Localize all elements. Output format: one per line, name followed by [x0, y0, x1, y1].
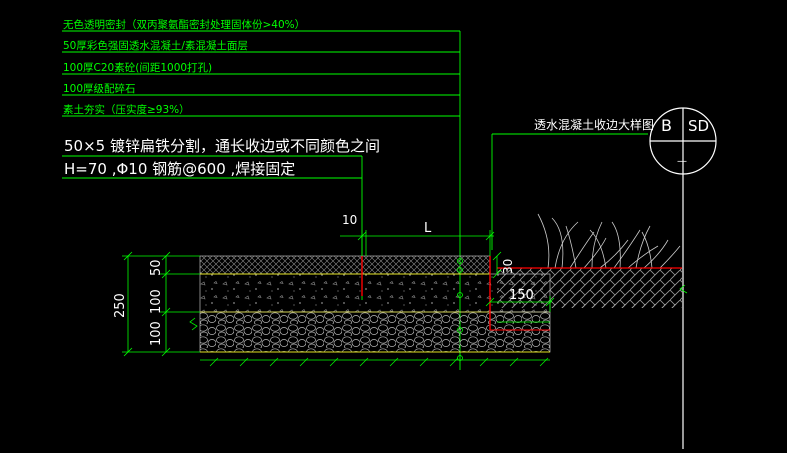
detail-ref-bottom: —	[677, 156, 687, 167]
dim-layer2: 100	[149, 289, 164, 314]
layer-note-leaders	[62, 30, 648, 370]
dim-total: 250	[113, 293, 128, 318]
layer-note-soil: 素土夯实（压实度≥93%）	[63, 103, 190, 116]
layer-note-surface: 50厚彩色强固透水混凝土/素混凝土面层	[63, 39, 248, 52]
dim-right-top: 30	[501, 259, 515, 274]
break-symbols	[189, 284, 688, 331]
left-dimensions	[122, 251, 200, 357]
right-dimensions	[485, 251, 555, 323]
top-dimensions	[340, 230, 495, 256]
surface-layer	[199, 255, 491, 275]
dim-right-mid: 150	[509, 288, 534, 303]
edge-notes: 50×5 镀锌扁铁分割，通长收边或不同颜色之间 H=70 ,Φ10 钢筋@600…	[64, 137, 380, 178]
detail-title: 透水混凝土收边大样图	[534, 117, 654, 132]
layer-note-gravel: 100厚级配碎石	[63, 82, 136, 95]
detail-ref-top-left: B	[661, 116, 672, 135]
concrete-layer	[199, 273, 491, 313]
earth-slope	[552, 304, 682, 308]
rebar-note: H=70 ,Φ10 钢筋@600 ,焊接固定	[64, 160, 295, 178]
dim-width: L	[424, 221, 432, 236]
grass-symbol	[537, 213, 681, 269]
detail-reference: 透水混凝土收边大样图 B SD —	[534, 107, 717, 449]
detail-ref-top-right: SD	[688, 117, 709, 135]
dim-layer1: 50	[149, 259, 164, 276]
gravel-layer	[199, 311, 551, 353]
dim-layer3: 100	[149, 321, 164, 346]
layer-notes: 无色透明密封（双丙聚氨酯密封处理固体份>40%） 50厚彩色强固透水混凝土/素混…	[63, 18, 305, 116]
layer-note-sealer: 无色透明密封（双丙聚氨酯密封处理固体份>40%）	[63, 18, 305, 31]
flat-iron-note: 50×5 镀锌扁铁分割，通长收边或不同颜色之间	[64, 137, 380, 155]
curb-concrete	[489, 273, 551, 313]
dim-gap: 10	[342, 213, 357, 227]
layer-note-concrete: 100厚C20素砼(间距1000打孔)	[63, 61, 212, 74]
left-dimension-labels: 250 50 100 100	[113, 259, 164, 346]
pavement-section	[199, 255, 551, 367]
